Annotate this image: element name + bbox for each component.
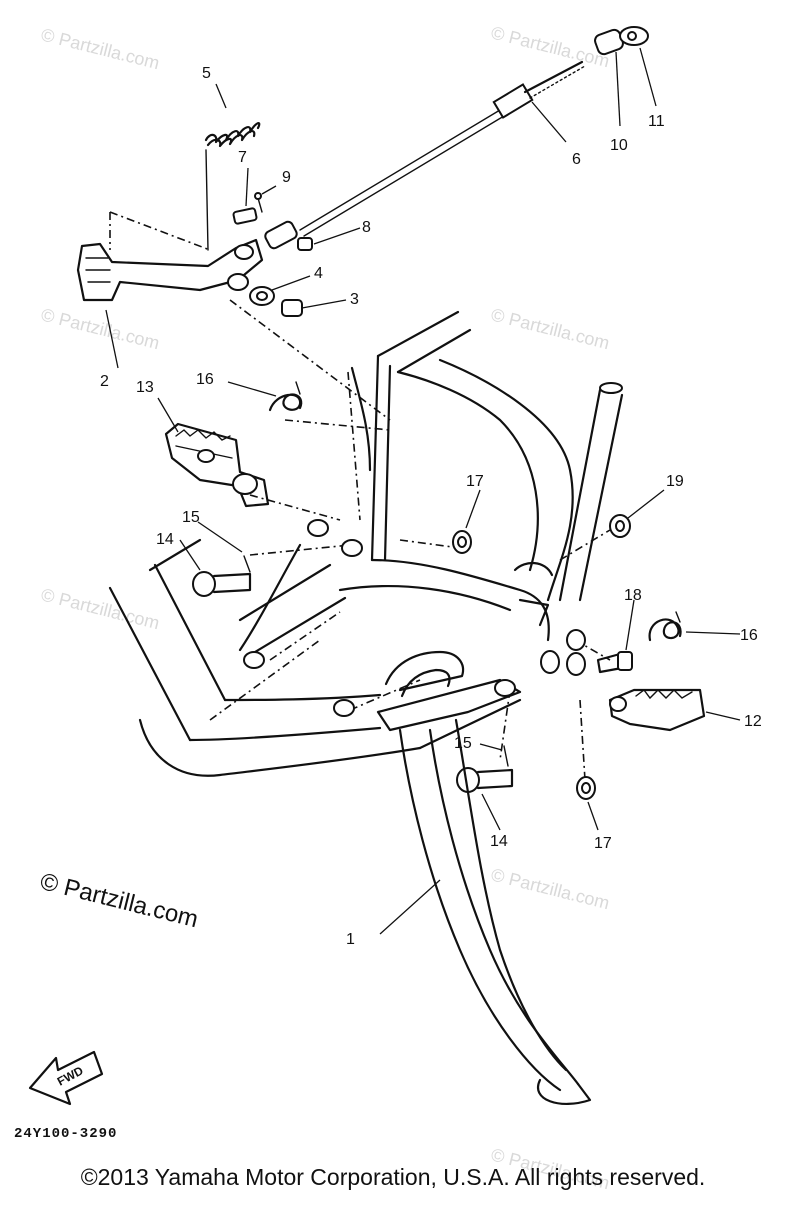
callout-16-left: 16 — [196, 371, 214, 388]
callout-7: 7 — [238, 149, 247, 166]
stand-bolt-and-nut — [596, 514, 633, 674]
callout-6: 6 — [572, 151, 581, 168]
watermark: © Partzilla.com — [489, 304, 612, 353]
callout-13: 13 — [136, 379, 154, 396]
callout-leaders — [105, 47, 741, 935]
rod-nut-and-clip — [594, 26, 649, 56]
callout-12: 12 — [744, 713, 762, 730]
clevis-pin-and-nut — [232, 192, 313, 251]
callout-3: 3 — [350, 291, 359, 308]
callout-10: 10 — [610, 137, 628, 154]
watermark: © Partzilla.com — [489, 864, 612, 913]
callout-2: 2 — [100, 373, 109, 390]
brake-rod — [264, 60, 586, 250]
diagram-code: 24Y100-3290 — [14, 1126, 118, 1142]
callout-numbers: 5 7 9 8 4 3 6 10 11 2 16 13 17 19 15 14 … — [100, 65, 762, 948]
left-footrest — [164, 422, 270, 508]
brake-spring — [204, 122, 261, 251]
callout-17-upper: 17 — [466, 473, 484, 490]
footrest-springs — [268, 381, 682, 642]
pedal-bolt-and-washer — [249, 286, 303, 317]
side-stand — [376, 650, 592, 1105]
frame-bosses — [232, 473, 363, 717]
brake-pedal — [76, 238, 264, 302]
copyright-notice: ©2013 Yamaha Motor Corporation, U.S.A. A… — [80, 1164, 706, 1190]
watermark: © Partzilla.com — [489, 22, 612, 71]
watermark: © Partzilla.com — [39, 24, 162, 73]
watermark: © Partzilla.com — [39, 304, 162, 353]
right-footrest — [608, 688, 706, 732]
callout-4: 4 — [314, 265, 323, 282]
callout-16-right: 16 — [740, 627, 758, 644]
frame-outline — [108, 310, 624, 777]
fwd-arrow: FWD — [28, 1050, 104, 1106]
callout-18: 18 — [624, 587, 642, 604]
callout-14-right: 14 — [490, 833, 508, 850]
stand-pivot — [540, 629, 586, 676]
callout-17-lower: 17 — [594, 835, 612, 852]
callout-15-right: 15 — [454, 735, 472, 752]
callout-11: 11 — [648, 113, 665, 130]
callout-15-left: 15 — [182, 509, 200, 526]
callout-1: 1 — [346, 931, 355, 948]
callout-14-left: 14 — [156, 531, 174, 548]
callout-9: 9 — [282, 169, 291, 186]
callout-19: 19 — [666, 473, 684, 490]
assembly-guides — [109, 211, 611, 781]
footrest-pins — [192, 555, 514, 793]
callout-8: 8 — [362, 219, 371, 236]
washers — [452, 530, 596, 800]
watermark: © Partzilla.com — [39, 584, 162, 633]
callout-5: 5 — [202, 65, 211, 82]
